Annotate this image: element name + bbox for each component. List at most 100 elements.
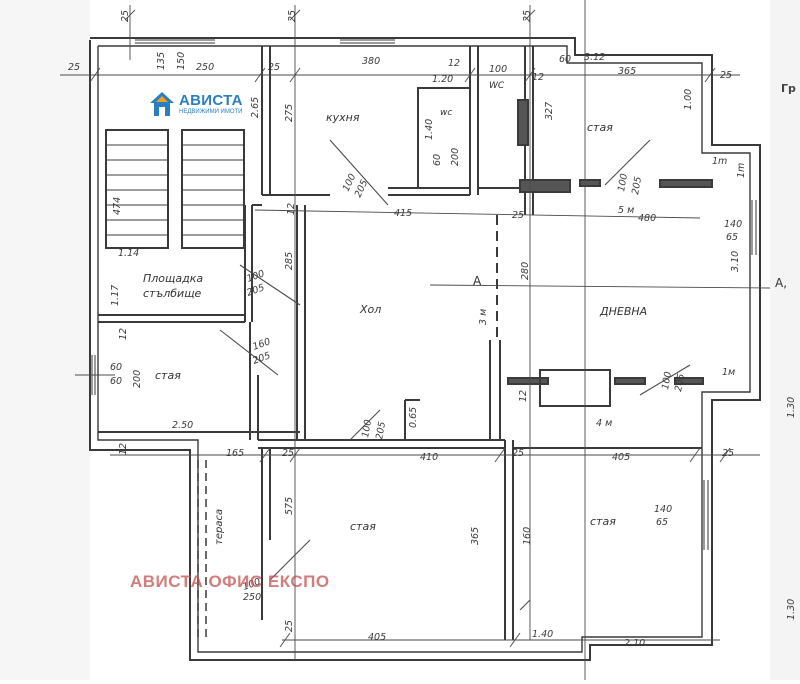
room-label-landing-2: стълбище xyxy=(143,287,202,300)
room-label-room-top-right: стая xyxy=(587,121,613,134)
stair-steps xyxy=(106,144,244,236)
dim-label: 280 xyxy=(520,262,531,280)
dim-label: 1.30 xyxy=(786,397,797,418)
room-label-wc-1: wc xyxy=(440,108,452,118)
room-label-room-bottom-right: стая xyxy=(590,515,616,528)
house-icon xyxy=(150,92,174,116)
dim-label: 575 xyxy=(284,497,295,515)
dim-label: 100 xyxy=(489,64,507,75)
dim-label: 275 xyxy=(284,104,295,122)
dim-label: 205 xyxy=(630,176,644,196)
dim-label: 2.10 xyxy=(624,638,645,649)
room-label-hall: Хол xyxy=(359,303,381,316)
dim-label: 65 xyxy=(656,517,668,528)
dimension-lines xyxy=(60,0,771,680)
dim-label: 25 xyxy=(722,448,734,459)
dim-label: 25 xyxy=(282,448,294,459)
room-label-landing-1: Площадка xyxy=(143,272,203,285)
dim-label: 480 xyxy=(638,213,656,224)
dim-label: 1.40 xyxy=(424,119,435,140)
dim-label: 12 xyxy=(118,328,129,340)
paper-margin-right xyxy=(770,0,800,680)
room-label-living: ДНЕВНА xyxy=(599,305,647,318)
door-marks xyxy=(219,139,691,611)
logo-tagline: НЕДВИЖИМИ ИМОТИ xyxy=(179,109,243,115)
margin-text-fragment: Гр xyxy=(781,82,796,95)
dim-label: 1.14 xyxy=(118,248,139,259)
avista-logo: АВИСТА НЕДВИЖИМИ ИМОТИ xyxy=(148,90,244,120)
dim-label: 3 м xyxy=(478,309,489,325)
dim-label: 1m xyxy=(736,163,747,178)
watermark-text: АВИСТА ОФИС ЕКСПО xyxy=(130,572,330,591)
room-labels: кухня wc WC стая Площадка стълбище Хол Д… xyxy=(143,81,647,545)
dim-label: 25 xyxy=(720,70,732,81)
dim-label: 415 xyxy=(394,208,412,219)
dim-label: 12 xyxy=(518,390,529,402)
dim-label: 25 xyxy=(268,62,280,73)
dim-label: 12 xyxy=(532,72,544,83)
dim-label: 25 xyxy=(284,620,295,632)
dim-label: 100 xyxy=(616,173,630,193)
dim-label: 2.50 xyxy=(172,420,193,431)
dim-label: 205 xyxy=(374,421,388,441)
dim-label: 405 xyxy=(368,632,386,643)
dim-label: 160 xyxy=(522,527,533,545)
dim-label: 1м xyxy=(722,367,735,378)
interior-walls xyxy=(98,46,713,640)
dim-label: 327 xyxy=(544,102,555,120)
dim-label: 365 xyxy=(618,66,636,77)
dim-label: 65 xyxy=(726,232,738,243)
dim-label: 165 xyxy=(226,448,244,459)
paper-margin-left xyxy=(0,0,90,680)
section-mark-a-right: A, xyxy=(775,276,787,290)
dim-label: 1.20 xyxy=(432,74,453,85)
dim-label: 150 xyxy=(176,52,187,70)
dim-label: 140 xyxy=(654,504,672,515)
dim-label: 5 м xyxy=(618,205,634,216)
dim-label: 0.65 xyxy=(408,407,419,428)
dim-label: 60 xyxy=(559,54,571,65)
room-label-room-left: стая xyxy=(155,369,181,382)
dim-label: 1.40 xyxy=(532,629,553,640)
dim-label: 25 xyxy=(120,10,131,22)
dim-label: 3.12 xyxy=(584,52,605,63)
dim-label: 3.10 xyxy=(730,251,741,272)
dim-label: 285 xyxy=(284,252,295,270)
dim-label: 2.65 xyxy=(250,97,261,118)
dim-label: 60 xyxy=(432,154,443,166)
room-label-terrace: тераса xyxy=(214,509,225,545)
dim-label: 1.30 xyxy=(786,599,797,620)
room-label-wc-2: WC xyxy=(489,81,505,91)
dim-label: 200 xyxy=(450,148,461,166)
room-label-room-bottom-mid: стая xyxy=(350,520,376,533)
dim-label: 100 xyxy=(360,419,374,439)
dim-label: 1.17 xyxy=(110,285,121,306)
section-mark-a-left: A xyxy=(473,274,482,288)
dim-label: 12 xyxy=(118,443,129,455)
dim-label: 60 xyxy=(110,362,122,373)
logo-name: АВИСТА xyxy=(179,92,243,109)
dim-label: 1.00 xyxy=(683,89,694,110)
dim-label: 135 xyxy=(156,52,167,70)
dim-label: 12 xyxy=(286,203,297,215)
dim-label: 4 м xyxy=(596,418,612,429)
dim-label: 405 xyxy=(612,452,630,463)
dim-label: 205 xyxy=(673,373,687,393)
dim-label: 25 xyxy=(512,448,524,459)
dim-label: 140 xyxy=(724,219,742,230)
room-label-kitchen: кухня xyxy=(326,111,360,124)
dim-label: 380 xyxy=(362,56,380,67)
dim-label: 100 xyxy=(660,371,674,391)
dim-label: 25 xyxy=(512,210,524,221)
dim-label: 60 xyxy=(110,376,122,387)
outer-walls xyxy=(89,37,761,661)
dimension-labels: 25 25 25 25 135 150 250 25 380 12 100 12… xyxy=(68,10,797,649)
dim-label: 25 xyxy=(522,10,533,22)
dim-label: 365 xyxy=(470,527,481,545)
dim-label: 200 xyxy=(132,370,143,388)
dim-label: 410 xyxy=(420,452,438,463)
dim-label: 250 xyxy=(243,592,261,603)
